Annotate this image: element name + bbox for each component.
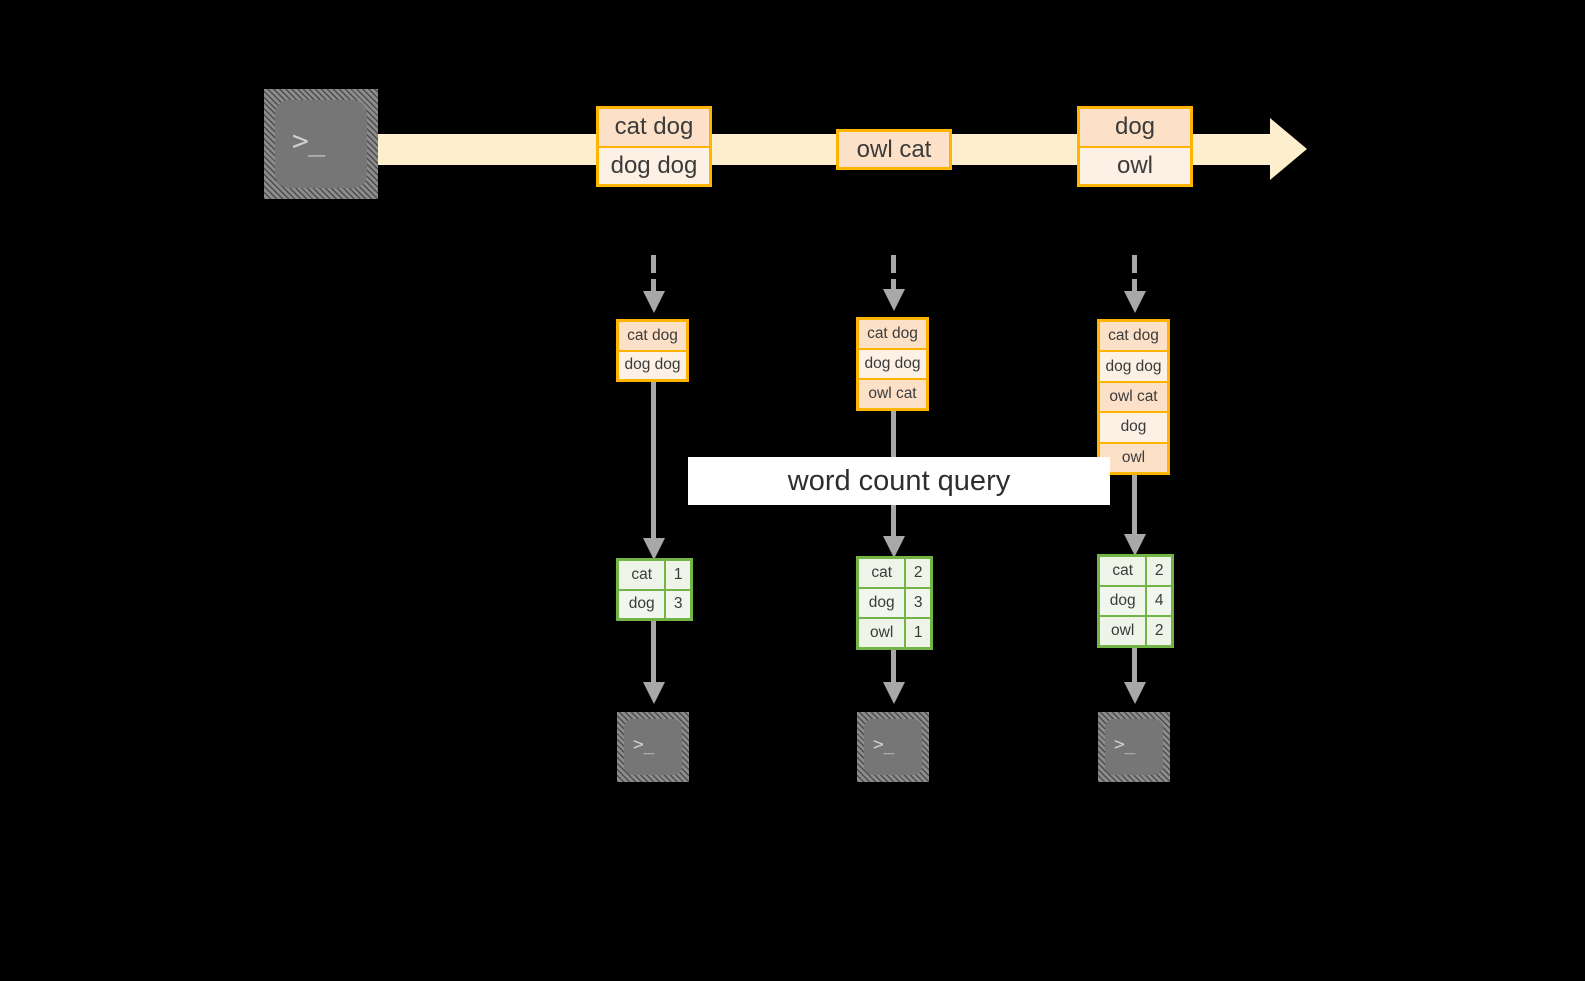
tap-dash-3b <box>1132 279 1137 293</box>
sink-terminal-3[interactable]: >_ <box>1098 712 1170 782</box>
sink-arrowhead-1 <box>643 682 665 704</box>
tap-arrowhead-1 <box>643 291 665 313</box>
snapshot-line: dog dog <box>1100 350 1167 381</box>
stream-event-line: cat dog <box>599 109 709 146</box>
result-3[interactable]: cat 2 dog 4 owl 2 <box>1097 554 1174 648</box>
table-row: dog 4 <box>1100 585 1171 615</box>
result-count: 2 <box>904 559 930 587</box>
terminal-body <box>624 719 682 775</box>
tap-arrowhead-2 <box>883 289 905 311</box>
sink-connector-2 <box>891 650 896 686</box>
tap-dash-3a <box>1132 255 1137 273</box>
result-word: cat <box>1112 562 1134 579</box>
result-word: dog <box>868 594 895 611</box>
stream-event-line: owl cat <box>839 132 949 167</box>
tap-dash-1a <box>651 255 656 273</box>
result-2[interactable]: cat 2 dog 3 owl 1 <box>856 556 933 650</box>
result-word: cat <box>871 564 893 581</box>
stream-event-group-2[interactable]: owl cat <box>836 129 952 170</box>
result-word: owl <box>870 624 894 641</box>
sink-terminal-2[interactable]: >_ <box>857 712 929 782</box>
snapshot-line: cat dog <box>859 320 926 348</box>
table-row: owl 1 <box>859 617 930 647</box>
sink-arrowhead-3 <box>1124 682 1146 704</box>
table-row: cat 2 <box>1100 557 1171 585</box>
tap-dash-2b <box>891 279 896 291</box>
snapshot-2[interactable]: cat dog dog dog owl cat <box>856 317 929 411</box>
stream-arrowhead-icon <box>1270 118 1307 180</box>
snapshot-line: dog <box>1100 411 1167 442</box>
table-row: cat 1 <box>619 561 690 589</box>
tap-arrowhead-3 <box>1124 291 1146 313</box>
stream-event-line: dog dog <box>599 145 709 184</box>
result-word: dog <box>1109 592 1136 609</box>
snapshot-line: owl <box>1100 441 1167 473</box>
query-connector-3 <box>1132 475 1137 540</box>
terminal-prompt-icon: >_ <box>292 124 325 157</box>
snapshot-3[interactable]: cat dog dog dog owl cat dog owl <box>1097 319 1170 475</box>
stream-event-line: dog <box>1080 109 1190 146</box>
table-row: owl 2 <box>1100 615 1171 645</box>
result-word: owl <box>1111 622 1135 639</box>
result-count: 3 <box>664 590 690 618</box>
result-count: 4 <box>1145 587 1171 615</box>
table-row: cat 2 <box>859 559 930 587</box>
result-word: dog <box>628 595 655 613</box>
result-count: 2 <box>1145 617 1171 645</box>
query-connector-1 <box>651 382 656 544</box>
result-count: 3 <box>904 589 930 617</box>
terminal-prompt-icon: >_ <box>633 734 654 755</box>
query-arrowhead-2 <box>883 536 905 558</box>
tap-dash-1b <box>651 279 656 293</box>
source-terminal[interactable]: >_ <box>264 89 378 199</box>
query-arrowhead-1 <box>643 538 665 560</box>
terminal-body <box>1105 719 1163 775</box>
snapshot-1[interactable]: cat dog dog dog <box>616 319 689 382</box>
snapshot-line: owl cat <box>1100 380 1167 412</box>
sink-terminal-1[interactable]: >_ <box>617 712 689 782</box>
sink-connector-1 <box>651 621 656 686</box>
snapshot-line: dog dog <box>859 348 926 378</box>
tap-dash-2a <box>891 255 896 273</box>
stream-event-group-3[interactable]: dog owl <box>1077 106 1193 187</box>
stream-event-group-1[interactable]: cat dog dog dog <box>596 106 712 187</box>
result-1[interactable]: cat 1 dog 3 <box>616 558 693 621</box>
query-label: word count query <box>688 457 1110 505</box>
result-count: 1 <box>904 619 930 647</box>
terminal-body <box>864 719 922 775</box>
terminal-prompt-icon: >_ <box>873 734 894 755</box>
stream-event-line: owl <box>1080 145 1190 184</box>
snapshot-line: cat dog <box>1100 322 1167 351</box>
result-word: cat <box>631 565 653 583</box>
table-row: dog 3 <box>619 588 690 618</box>
result-count: 1 <box>664 561 690 589</box>
result-count: 2 <box>1145 557 1171 585</box>
snapshot-line: owl cat <box>859 378 926 408</box>
sink-connector-3 <box>1132 648 1137 686</box>
query-arrowhead-3 <box>1124 534 1146 556</box>
terminal-body <box>275 100 367 188</box>
terminal-prompt-icon: >_ <box>1114 734 1135 755</box>
sink-arrowhead-2 <box>883 682 905 704</box>
table-row: dog 3 <box>859 587 930 617</box>
snapshot-line: cat dog <box>619 322 686 350</box>
snapshot-line: dog dog <box>619 349 686 379</box>
